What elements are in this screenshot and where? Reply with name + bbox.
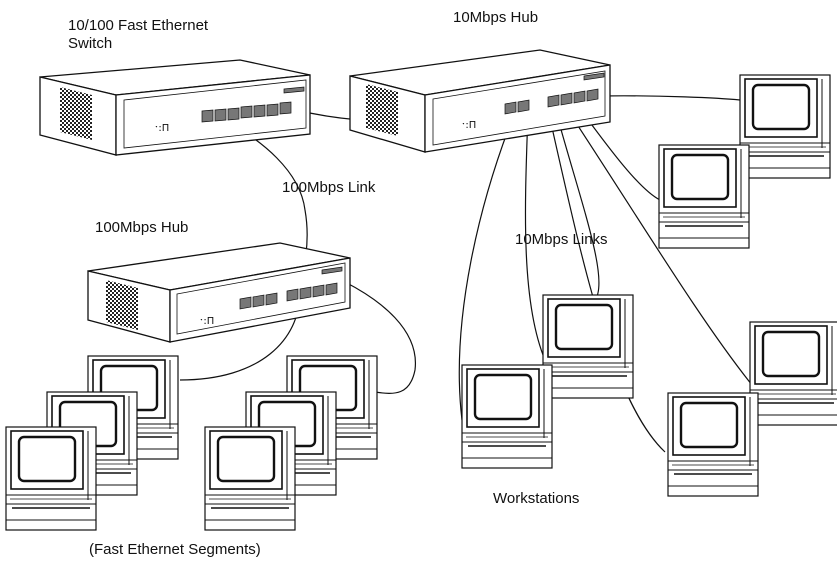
svg-text:ˑ:Π: ˑ:Π (155, 123, 169, 134)
workstation-computer-icon (658, 144, 750, 249)
links10-label: 10Mbps Links (515, 231, 608, 248)
network-hub-icon: ˑ:Π (349, 49, 611, 153)
workstation-computer-icon (5, 426, 97, 531)
workstations-label: Workstations (493, 490, 580, 507)
cable-hub10-ws-top1 (597, 95, 741, 101)
hub100-label: 100Mbps Hub (95, 219, 189, 236)
switch-label-line2: Switch (68, 35, 113, 52)
cable-hub10-ws-right (564, 105, 753, 386)
cable-hub10-ws-mid (554, 107, 600, 301)
cable-hub10-ws-center (524, 111, 546, 361)
hub-10mbps: ˑ:Π (349, 49, 611, 153)
workstation-computer-icon (204, 426, 296, 531)
workstation-computer-icon (542, 294, 634, 399)
network-switch-icon: ˑ:Π (39, 59, 311, 156)
svg-text:ˑ:Π: ˑ:Π (462, 120, 476, 131)
segments-label: (Fast Ethernet Segments) (89, 541, 261, 558)
cable-hub10-ws-left (458, 111, 516, 421)
switch-label: 10/100 Fast Ethernet Switch (68, 17, 208, 53)
workstation-computer-icon (667, 392, 759, 497)
workstations-group (5, 74, 837, 531)
switch-label-line1: 10/100 Fast Ethernet (68, 17, 209, 34)
fast-ethernet-switch: ˑ:Π (39, 59, 311, 156)
workstation-computer-icon (739, 74, 831, 179)
link100-label: 100Mbps Link (282, 179, 376, 196)
hub10-label: 10Mbps Hub (453, 9, 539, 26)
workstation-computer-icon (461, 364, 553, 469)
hub-100mbps: ˑ:Π (87, 242, 351, 343)
cable-hub100-to-right-stack (344, 281, 416, 394)
cable-hub10-ws-lower (547, 109, 666, 453)
svg-text:ˑ:Π: ˑ:Π (200, 316, 214, 327)
network-hub-icon: ˑ:Π (87, 242, 351, 343)
workstation-computer-icon (749, 321, 837, 426)
